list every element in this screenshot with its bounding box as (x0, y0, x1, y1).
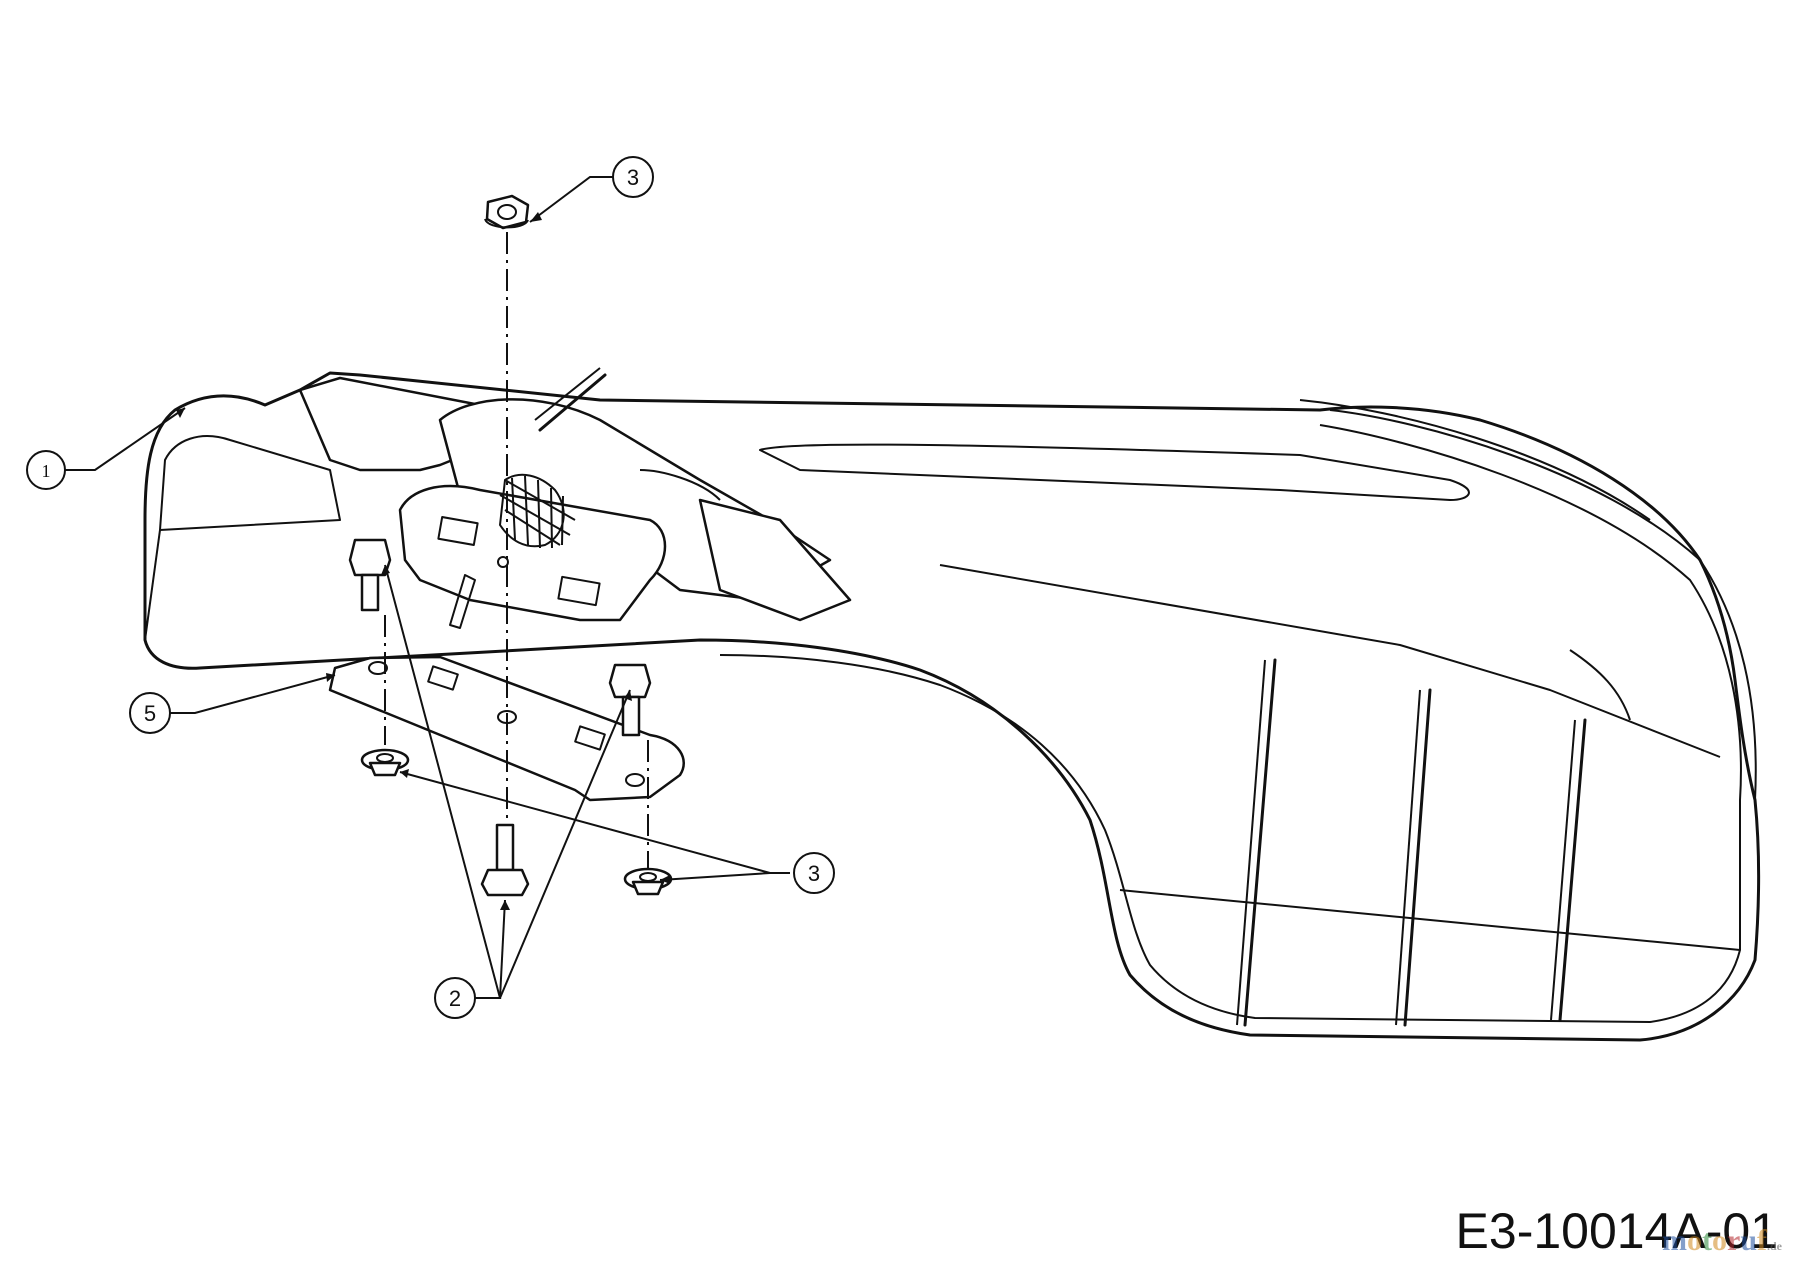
spring (499, 475, 576, 549)
bolt-left (348, 538, 392, 612)
assembly-axes (384, 232, 649, 868)
callout-3-top-label: 3 (627, 165, 639, 190)
bolt-center (480, 823, 530, 897)
leader-lines (65, 176, 790, 999)
callout-3-bottom-label: 3 (808, 861, 820, 886)
watermark-letter: r (1726, 1224, 1741, 1257)
callout-1: 1 (26, 450, 66, 490)
callout-3-bottom: 3 (793, 852, 835, 894)
watermark-letter: o (1686, 1224, 1702, 1257)
watermark-letter: o (1711, 1224, 1727, 1257)
drawing-number: E3-10014A-01 (1455, 1203, 1778, 1259)
nut-left (360, 748, 410, 777)
callout-2: 2 (434, 977, 476, 1019)
watermark-letter: t (1701, 1224, 1712, 1257)
callout-3-top: 3 (612, 156, 654, 198)
watermark-letter: f (1757, 1224, 1767, 1257)
cover-housing (143, 371, 1761, 1042)
bolt-right (608, 663, 652, 737)
watermark-letter: m (1661, 1224, 1687, 1257)
callout-1-label: 1 (42, 461, 51, 481)
callout-5-label: 5 (144, 701, 156, 726)
watermark-logo: motoruf.de (1662, 1224, 1782, 1258)
callout-2-label: 2 (449, 986, 461, 1011)
nut-top (484, 194, 530, 230)
latch-mechanism (298, 367, 852, 629)
watermark-suffix: .de (1767, 1239, 1782, 1253)
callout-5: 5 (129, 692, 171, 734)
watermark-letter: u (1740, 1224, 1757, 1257)
